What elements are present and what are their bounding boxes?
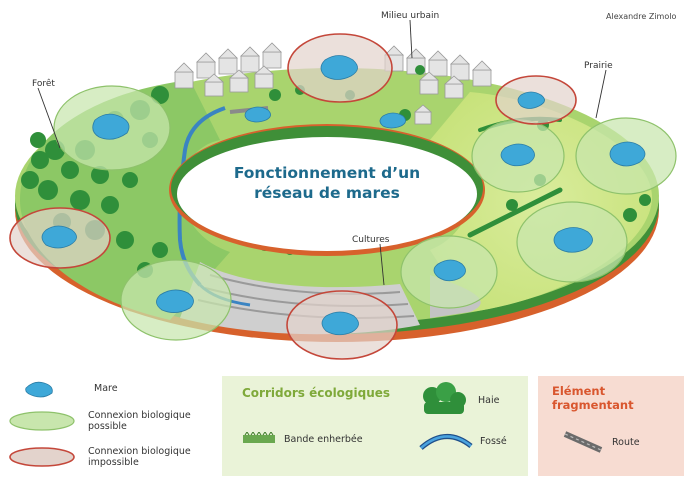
hedge-row — [467, 187, 563, 238]
fragmenting-element-line2: fragmentant — [552, 398, 634, 412]
credit-text: Alexandre Zimolo — [606, 12, 676, 21]
legend-route-label: Route — [612, 436, 640, 448]
legend-bande-label: Bande enherbée — [284, 433, 363, 445]
pond-icon — [25, 381, 53, 398]
fragmenting-element-line1: Elément — [552, 384, 606, 398]
pond-network-diagram: Forêt Milieu urbain Prairie Cultures Ale… — [9, 11, 677, 360]
legend-haie: Haie — [418, 380, 499, 420]
diagram-title-line2: réseau de mares — [254, 184, 400, 202]
legend-connexion-impossible-line2: impossible — [88, 457, 139, 468]
label-cultures: Cultures — [352, 235, 390, 245]
legend-connexion-possible-line1: Connexion biologique — [88, 410, 191, 421]
legend-connexion-impossible-line1: Connexion biologique — [88, 446, 191, 457]
legend-connexion-impossible: Connexion biologique impossible — [8, 446, 191, 468]
fragmenting-element-title: Elément fragmentant — [552, 384, 672, 412]
legend-connexion-possible-label: Connexion biologique possible — [88, 410, 191, 432]
corridors-box: Corridors écologiques Bande enherbée Hai… — [222, 376, 528, 476]
legend-connexion-possible: Connexion biologique possible — [8, 410, 191, 432]
ditch-icon — [419, 434, 473, 450]
red-circle-icon — [9, 447, 75, 467]
leader-lines — [37, 19, 607, 286]
legend-haie-label: Haie — [478, 394, 500, 406]
inner-hole — [177, 137, 477, 251]
legend: Mare Connexion biologique possible Conne… — [0, 372, 688, 478]
legend-route: Route — [562, 430, 640, 454]
legend-connexion-possible-line2: possible — [88, 421, 127, 432]
legend-connexion-impossible-label: Connexion biologique impossible — [88, 446, 191, 468]
legend-fosse-label: Fossé — [480, 435, 507, 447]
urban-buildings — [174, 42, 492, 125]
label-foret: Forêt — [32, 78, 55, 89]
legend-mare-label: Mare — [94, 382, 118, 394]
legend-fosse: Fossé — [418, 430, 507, 452]
corridors-title: Corridors écologiques — [242, 386, 391, 400]
legend-bande: Bande enherbée — [242, 432, 363, 446]
ponds — [41, 55, 646, 336]
diagram-title-line1: Fonctionnement d’un — [234, 164, 420, 182]
fragmenting-element-box: Elément fragmentant Route — [538, 376, 684, 476]
road-icon — [563, 431, 603, 453]
grass-strip-icon — [243, 432, 275, 443]
label-milieu-urbain: Milieu urbain — [381, 11, 439, 21]
green-circle-icon — [9, 411, 75, 431]
hedge-icon — [423, 382, 466, 414]
label-prairie: Prairie — [584, 61, 613, 71]
legend-mare: Mare — [22, 378, 118, 398]
